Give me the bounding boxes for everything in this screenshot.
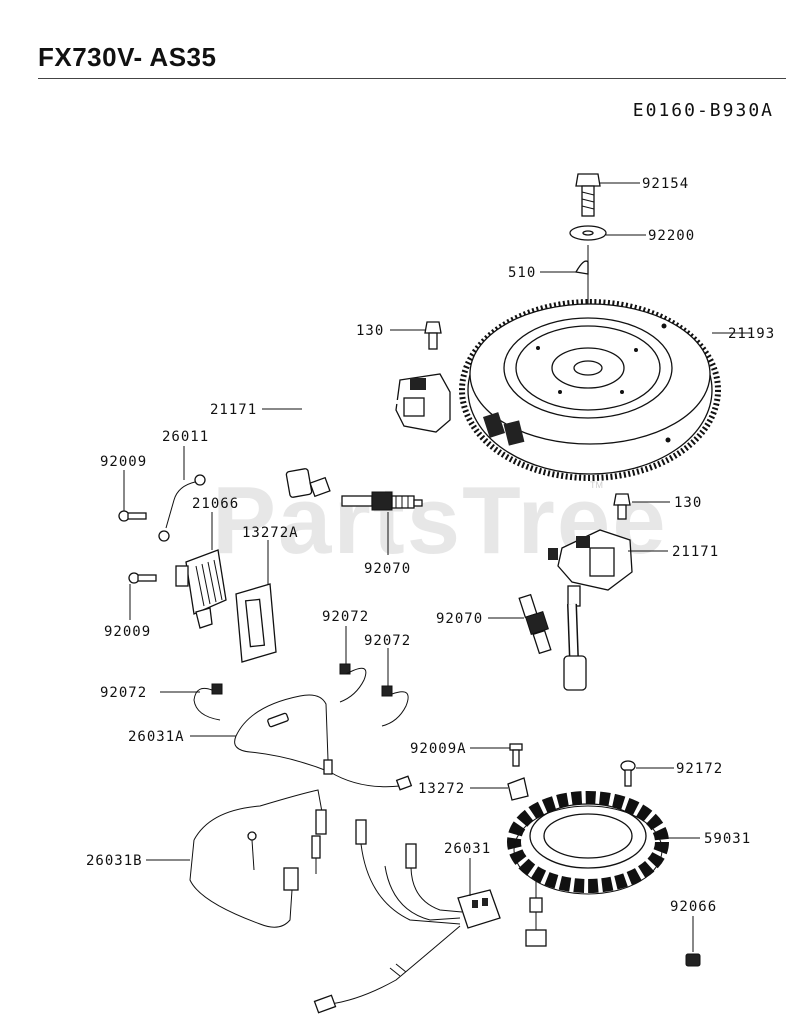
part-clamp-92072-a[interactable] xyxy=(339,663,367,703)
part-key-510[interactable] xyxy=(574,260,589,275)
part-harness-26031B[interactable] xyxy=(189,789,327,928)
callout-13272[interactable]: 13272 xyxy=(418,781,465,797)
callout-92154[interactable]: 92154 xyxy=(642,176,689,192)
part-washer-92200[interactable] xyxy=(569,225,607,241)
part-ignition-coil-21171-right[interactable] xyxy=(548,529,633,691)
title-divider xyxy=(38,78,786,79)
part-spark-plug-92070-right[interactable] xyxy=(518,593,552,655)
callout-26031B[interactable]: 26031B xyxy=(86,853,143,869)
callout-21171-right[interactable]: 21171 xyxy=(672,544,719,560)
callout-92009-bottom[interactable]: 92009 xyxy=(104,624,151,640)
callout-130-top[interactable]: 130 xyxy=(356,323,384,339)
part-gasket-13272A[interactable] xyxy=(235,583,277,663)
callout-92072-a[interactable]: 92072 xyxy=(322,609,369,625)
part-nut-92066[interactable] xyxy=(685,953,701,967)
callout-26031[interactable]: 26031 xyxy=(444,841,491,857)
part-regulator-21066[interactable] xyxy=(175,549,227,629)
callout-92200[interactable]: 92200 xyxy=(648,228,695,244)
callout-13272A[interactable]: 13272A xyxy=(242,525,299,541)
part-harness-26031[interactable] xyxy=(313,819,501,1014)
callout-21066[interactable]: 21066 xyxy=(192,496,239,512)
callout-59031[interactable]: 59031 xyxy=(704,831,751,847)
callout-92009-top[interactable]: 92009 xyxy=(100,454,147,470)
part-ignition-coil-21171-left[interactable] xyxy=(285,373,451,498)
callout-26011[interactable]: 26011 xyxy=(162,429,209,445)
callout-26031A[interactable]: 26031A xyxy=(128,729,185,745)
callout-21171-left[interactable]: 21171 xyxy=(210,402,257,418)
callout-130-right[interactable]: 130 xyxy=(674,495,702,511)
callout-92009A[interactable]: 92009A xyxy=(410,741,467,757)
part-clamp-92072-b[interactable] xyxy=(381,685,409,727)
part-bolt-92154[interactable] xyxy=(575,173,601,217)
callout-92172[interactable]: 92172 xyxy=(676,761,723,777)
part-screw-92009-bottom[interactable] xyxy=(128,572,157,584)
part-screw-92172[interactable] xyxy=(620,760,636,787)
callout-92070-right[interactable]: 92070 xyxy=(436,611,483,627)
part-screw-92009A[interactable] xyxy=(509,743,523,767)
callout-92072-left[interactable]: 92072 xyxy=(100,685,147,701)
part-screw-92009-top[interactable] xyxy=(118,510,147,522)
diagram-code: E0160-B930A xyxy=(632,100,774,121)
page-title: FX730V- AS35 xyxy=(38,42,217,72)
part-ground-lead-26011[interactable] xyxy=(158,474,206,542)
part-clamp-92072-left[interactable] xyxy=(193,683,223,721)
part-bolt-130-top[interactable] xyxy=(424,321,442,350)
part-plate-13272[interactable] xyxy=(507,777,529,801)
watermark-tm: TM xyxy=(590,480,603,490)
part-stator-59031[interactable] xyxy=(507,791,669,947)
part-spark-plug-92070-left[interactable] xyxy=(341,491,423,511)
part-bolt-130-right[interactable] xyxy=(613,493,631,520)
callout-21193[interactable]: 21193 xyxy=(728,326,775,342)
part-harness-26031A[interactable] xyxy=(234,694,413,791)
callout-92066[interactable]: 92066 xyxy=(670,899,717,915)
callout-510[interactable]: 510 xyxy=(508,265,536,281)
part-flywheel-21193[interactable] xyxy=(459,299,721,481)
callout-92070-left[interactable]: 92070 xyxy=(364,561,411,577)
callout-92072-b[interactable]: 92072 xyxy=(364,633,411,649)
